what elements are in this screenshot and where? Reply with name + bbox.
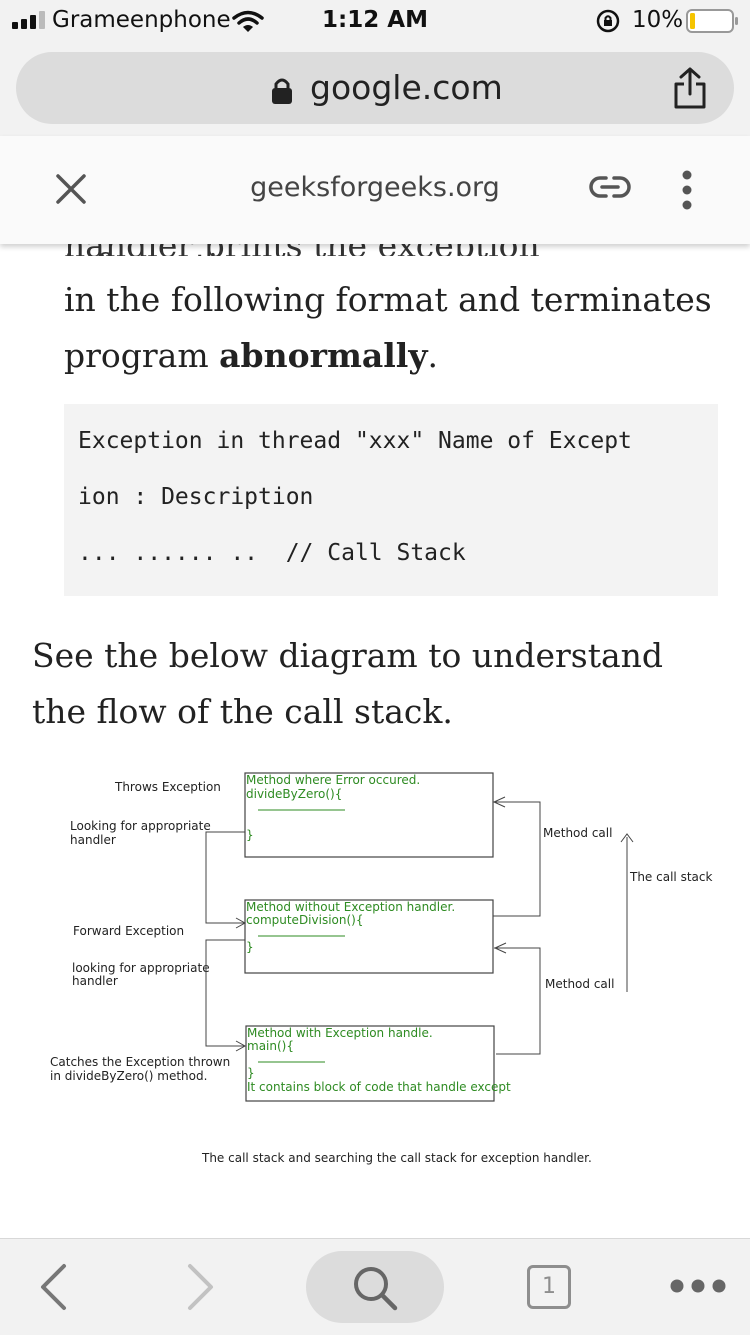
throws-exception-label: Throws Exception	[114, 780, 221, 794]
box-note: It contains block of code that handle ex…	[247, 1080, 511, 1094]
paragraph-period: .	[427, 336, 439, 375]
arrow-head	[492, 796, 506, 808]
method-call-line	[494, 947, 541, 1055]
box-close: }	[246, 940, 254, 954]
code-line: ... ...... .. // Call Stack	[78, 540, 466, 566]
box-title: Method where Error occured.	[246, 773, 420, 787]
call-stack-diagram: Throws Exception Looking for appropriate…	[50, 772, 712, 1165]
code-block: Exception in thread "xxx" Name of Except…	[64, 404, 718, 596]
method-box	[244, 772, 494, 858]
method-call-label: Method call	[543, 826, 612, 840]
battery-percent: 10%	[632, 7, 684, 33]
arrow-head	[235, 1040, 247, 1052]
amp-viewer-header: geeksforgeeks.org	[0, 136, 750, 244]
search-icon	[354, 1267, 398, 1311]
lock-icon	[272, 78, 292, 104]
paragraph-line: in the following format and terminates	[64, 280, 712, 319]
url-text: google.com	[310, 68, 503, 107]
box-title: Method without Exception handler.	[246, 900, 455, 914]
forward-exception-label: Forward Exception	[73, 924, 184, 938]
diagram-caption: The call stack and searching the call st…	[201, 1151, 592, 1165]
box-title: Method with Exception handle.	[247, 1026, 433, 1040]
back-icon[interactable]	[38, 1263, 68, 1311]
method-box	[244, 899, 494, 974]
code-line: Exception in thread "xxx" Name of Except	[78, 428, 632, 454]
tabs-button[interactable]: 1	[527, 1265, 571, 1309]
orientation-lock-icon	[596, 9, 620, 33]
looking-handler-label: Looking for appropriate	[70, 819, 211, 833]
looking-handler-label: handler	[72, 974, 118, 988]
article-paragraph: See the below diagram to understand the …	[32, 636, 664, 731]
share-icon[interactable]	[672, 66, 708, 110]
article-paragraph: handler prints the exception information…	[64, 236, 724, 384]
method-call-line	[493, 801, 541, 917]
forward-icon[interactable]	[186, 1263, 216, 1311]
amp-domain[interactable]: geeksforgeeks.org	[250, 172, 500, 203]
browser-toolbar: google.com	[0, 40, 750, 136]
more-horizontal-icon[interactable]	[670, 1279, 726, 1293]
arrow-head	[620, 833, 634, 843]
paragraph-text: program	[64, 336, 220, 375]
search-path-line	[205, 831, 245, 924]
call-stack-label: The call stack	[629, 870, 712, 884]
carrier-name: Grameenphone	[52, 7, 231, 33]
close-icon[interactable]	[55, 173, 87, 205]
link-icon[interactable]	[588, 174, 632, 200]
box-code: divideByZero(){	[246, 787, 342, 801]
more-vertical-icon[interactable]	[680, 170, 694, 210]
search-path-line	[205, 939, 245, 1047]
arrow-head	[235, 917, 247, 929]
wifi-icon	[232, 10, 264, 32]
box-close: }	[246, 828, 254, 842]
search-button[interactable]	[306, 1251, 444, 1323]
status-time: 1:12 AM	[322, 7, 428, 33]
status-bar: Grameenphone 1:12 AM 10%	[0, 0, 750, 40]
looking-handler-label: looking for appropriate	[72, 961, 210, 975]
box-close: }	[247, 1066, 255, 1080]
method-call-label: Method call	[545, 977, 614, 991]
signal-icon	[12, 11, 45, 29]
address-bar[interactable]: google.com	[16, 52, 734, 124]
bold-word: abnormally	[219, 336, 428, 375]
box-code: main(){	[247, 1039, 294, 1053]
method-box	[245, 1025, 495, 1102]
box-code: computeDivision(){	[246, 913, 363, 927]
bottom-toolbar: 1	[0, 1238, 750, 1335]
catches-exception-label: in divideByZero() method.	[50, 1069, 207, 1083]
arrow-head	[493, 942, 507, 954]
code-line: ion : Description	[78, 484, 314, 510]
catches-exception-label: Catches the Exception thrown	[50, 1055, 230, 1069]
battery-icon	[686, 9, 738, 33]
looking-handler-label: handler	[70, 833, 116, 847]
